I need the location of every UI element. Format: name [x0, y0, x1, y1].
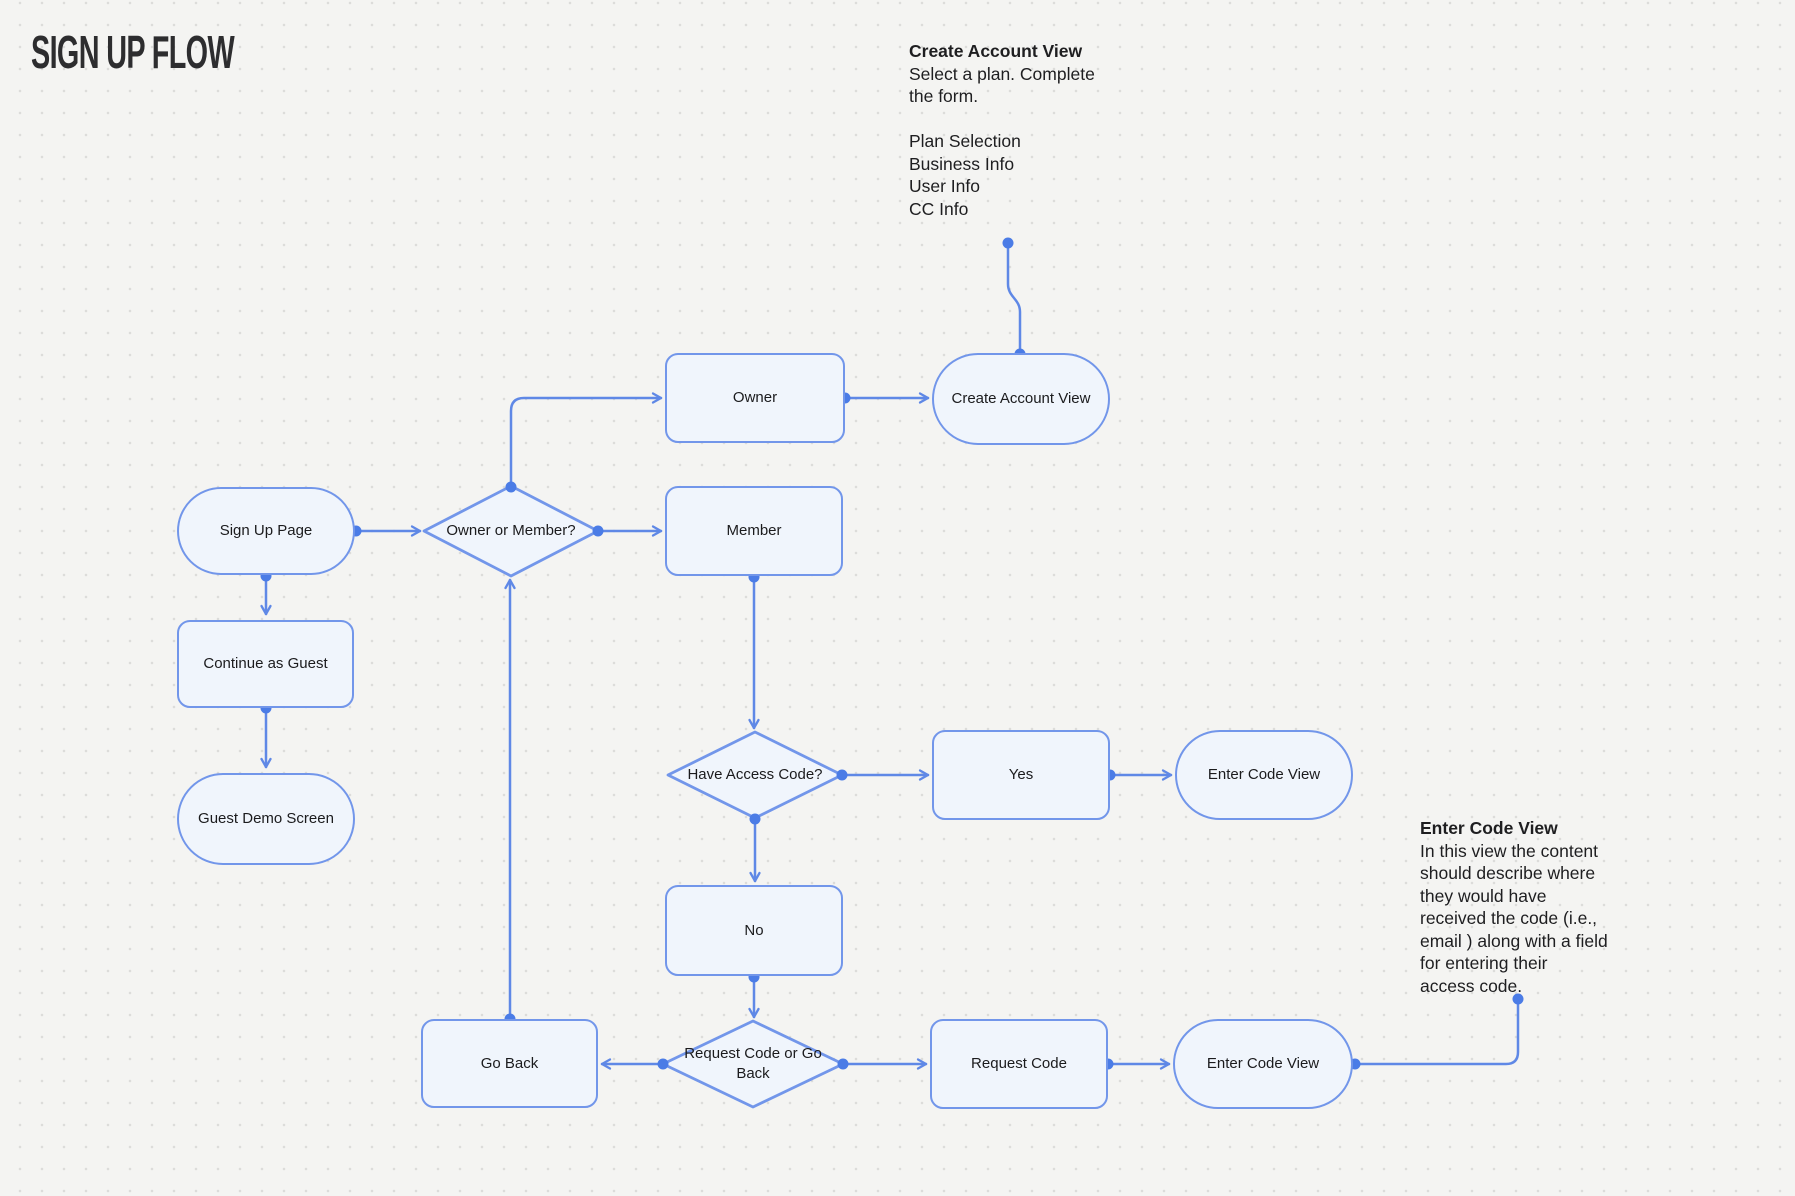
node-continue-as-guest: Continue as Guest [177, 620, 354, 708]
note-title: Create Account View [909, 41, 1083, 61]
node-request-code: Request Code [930, 1019, 1108, 1109]
node-go-back: Go Back [421, 1019, 598, 1108]
node-label: Request Code [971, 1055, 1067, 1072]
node-label: Continue as Guest [203, 655, 328, 672]
node-request-code-or-go-back-label: Request Code or Go Back [679, 1034, 827, 1094]
node-label: Create Account View [951, 390, 1091, 407]
node-label: Have Access Code? [687, 766, 823, 783]
page-title: SIGN UP FLOW [31, 26, 235, 79]
connector-dot [749, 813, 761, 825]
note-title: Enter Code View [1420, 818, 1558, 838]
connector-dot [1512, 993, 1524, 1005]
node-owner-or-member-label: Owner or Member? [426, 501, 596, 561]
connector-dot [657, 1058, 669, 1070]
node-label: Owner or Member? [446, 522, 576, 539]
node-enter-code-view-2: Enter Code View [1173, 1019, 1353, 1109]
connector-dot [836, 769, 848, 781]
note-enter-code-view: Enter Code View In this view the content… [1420, 817, 1655, 997]
edge-note-to-enter-code-view-2 [1353, 997, 1520, 1066]
connector-dot [1002, 237, 1014, 249]
node-no: No [665, 885, 843, 976]
node-yes: Yes [932, 730, 1110, 820]
connector-dot [505, 481, 517, 493]
node-label: Enter Code View [1207, 766, 1321, 783]
connector-dot [837, 1058, 849, 1070]
note-create-account-view: Create Account View Select a plan. Compl… [909, 40, 1159, 220]
node-member: Member [665, 486, 843, 576]
node-enter-code-view-1: Enter Code View [1175, 730, 1353, 820]
node-sign-up-page: Sign Up Page [177, 487, 355, 575]
node-label: Owner [732, 389, 778, 406]
node-label: No [744, 921, 764, 939]
decision-owner-or-member-shape [422, 484, 600, 578]
node-label: Member [726, 522, 782, 539]
decision-request-code-or-go-back-shape [661, 1019, 845, 1109]
edge-owner-or-member-to-owner [509, 392, 663, 489]
connector-dot [592, 525, 604, 537]
node-owner: Owner [665, 353, 845, 443]
node-label: Yes [1008, 766, 1034, 783]
node-label: Sign Up Page [219, 522, 313, 539]
node-create-account-view: Create Account View [932, 353, 1110, 445]
node-label: Guest Demo Screen [198, 810, 334, 827]
node-label: Request Code or Go Back [684, 1045, 822, 1082]
node-label: Enter Code View [1206, 1055, 1320, 1072]
node-have-access-code-label: Have Access Code? [670, 745, 840, 805]
edge-note-to-create-account-view [1006, 241, 1022, 354]
node-guest-demo-screen: Guest Demo Screen [177, 773, 355, 865]
node-label: Go Back [480, 1054, 539, 1072]
note-body: In this view the content should describe… [1420, 840, 1608, 996]
note-body: Select a plan. Complete the form. Plan S… [909, 63, 1095, 219]
